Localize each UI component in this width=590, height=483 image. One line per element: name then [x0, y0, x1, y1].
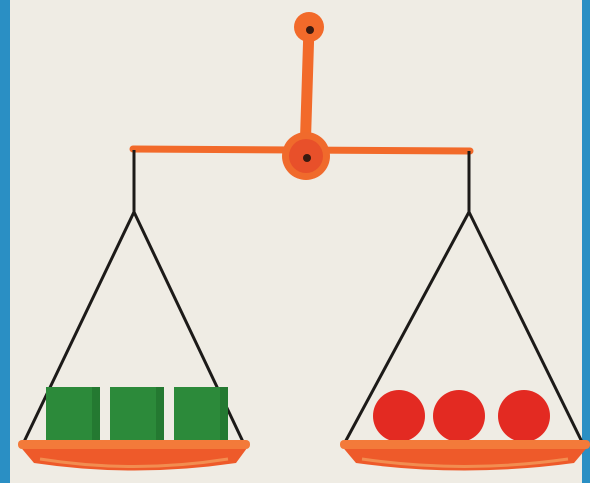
left-pan-items [46, 387, 228, 443]
green-square [110, 387, 164, 443]
right-pan-items [373, 390, 550, 442]
red-ball [373, 390, 425, 442]
red-ball [498, 390, 550, 442]
green-square [174, 387, 228, 443]
green-square [46, 387, 100, 443]
pivot-dot [303, 154, 311, 162]
hanger-ring-dot [306, 26, 314, 34]
red-ball [433, 390, 485, 442]
